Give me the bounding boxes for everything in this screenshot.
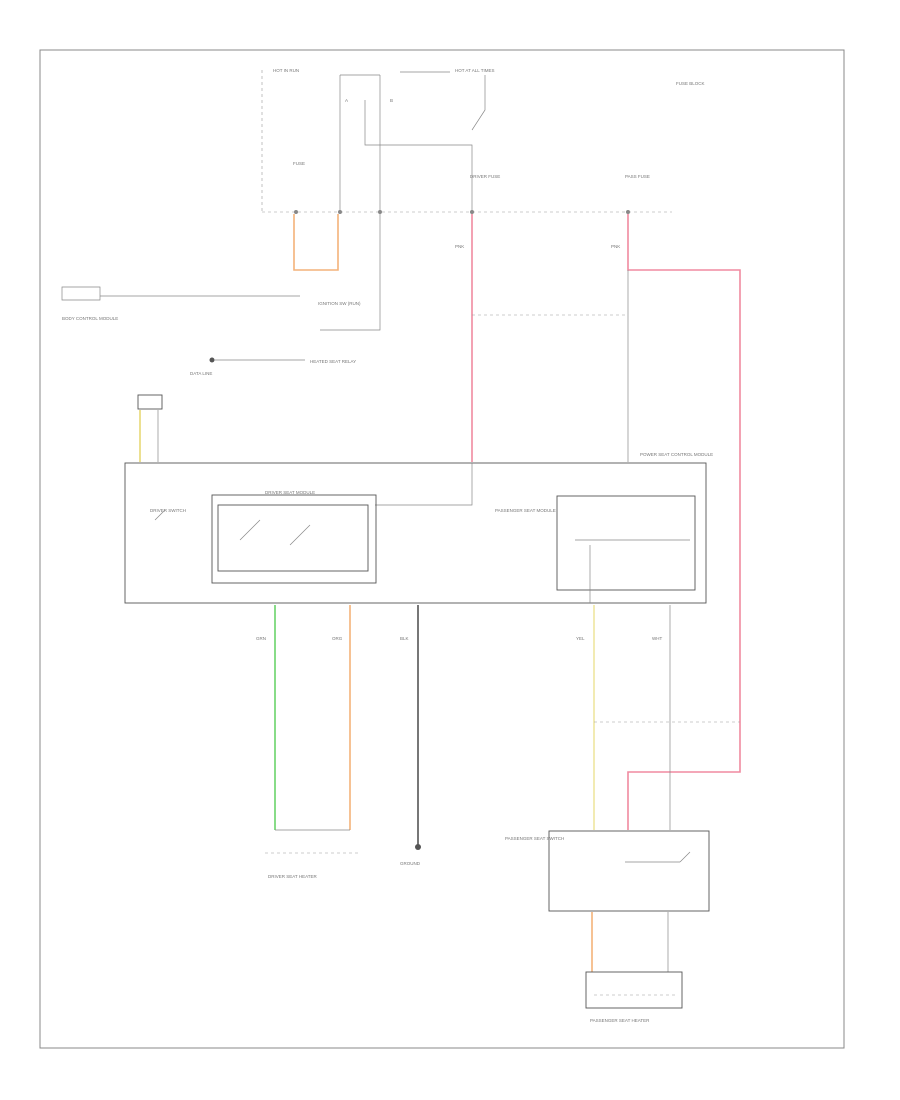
driver-heater-label: DRIVER SEAT HEATER bbox=[268, 874, 318, 879]
hot-in-run-label: HOT IN RUN bbox=[273, 68, 299, 73]
power-seat-module-box bbox=[124, 462, 707, 604]
data-note: DATA LINE bbox=[190, 371, 212, 376]
pnk-label-2: PNK bbox=[611, 244, 620, 249]
passenger-heater-label: PASSENGER SEAT HEATER bbox=[590, 1018, 650, 1023]
org-label: ORG bbox=[332, 636, 343, 641]
fuse-block: HOT IN RUN HOT AT ALL TIMES FUSE DRIVER … bbox=[261, 68, 705, 213]
fuse-passenger-label: PASS FUSE bbox=[625, 174, 650, 179]
passenger-module-label: PASSENGER SEAT MODULE bbox=[495, 508, 556, 513]
power-module-label: POWER SEAT CONTROL MODULE bbox=[640, 452, 713, 457]
pnk-label-1: PNK bbox=[455, 244, 464, 249]
relay-symbol: A B bbox=[339, 71, 486, 212]
passenger-seat-heater: PASSENGER SEAT HEATER bbox=[585, 971, 683, 1023]
driver-seat-module: DRIVER SEAT MODULE DRIVER SWITCH bbox=[150, 490, 377, 584]
passenger-switch-label: PASSENGER SEAT SWITCH bbox=[505, 836, 564, 841]
fuse-block-label: FUSE BLOCK bbox=[676, 81, 705, 86]
bcm-note: BODY CONTROL MODULE bbox=[62, 316, 118, 321]
driver-seat-heater: DRIVER SEAT HEATER bbox=[265, 829, 360, 879]
hot-at-all-times-label: HOT AT ALL TIMES bbox=[455, 68, 495, 73]
fuse-driver-label: DRIVER FUSE bbox=[470, 174, 500, 179]
driver-module-switch-label: DRIVER SWITCH bbox=[150, 508, 186, 513]
diagram-border bbox=[39, 49, 845, 1049]
passenger-seat-switch: PASSENGER SEAT SWITCH bbox=[505, 830, 710, 912]
relay-label-a: A bbox=[345, 98, 348, 103]
wht-label: WHT bbox=[652, 636, 662, 641]
orange-loop-wire bbox=[293, 214, 339, 271]
driver-plug bbox=[137, 394, 163, 462]
ignition-note: IGNITION SW (RUN) bbox=[318, 301, 361, 306]
driver-module-label: DRIVER SEAT MODULE bbox=[265, 490, 315, 495]
fuse-symbols bbox=[294, 210, 630, 214]
blk-label: BLK bbox=[400, 636, 409, 641]
relay-label-b: B bbox=[390, 98, 393, 103]
fuse-top-label: FUSE bbox=[293, 161, 305, 166]
grn-label: GRN bbox=[256, 636, 266, 641]
passenger-seat-module: PASSENGER SEAT MODULE bbox=[495, 495, 696, 603]
heated-seat-note: HEATED SEAT RELAY bbox=[310, 359, 356, 364]
pink-wire-passenger bbox=[627, 214, 741, 830]
yel-label: YEL bbox=[576, 636, 585, 641]
ground-label: GROUND bbox=[400, 861, 421, 866]
data-line: DATA LINE HEATED SEAT RELAY bbox=[190, 357, 356, 376]
